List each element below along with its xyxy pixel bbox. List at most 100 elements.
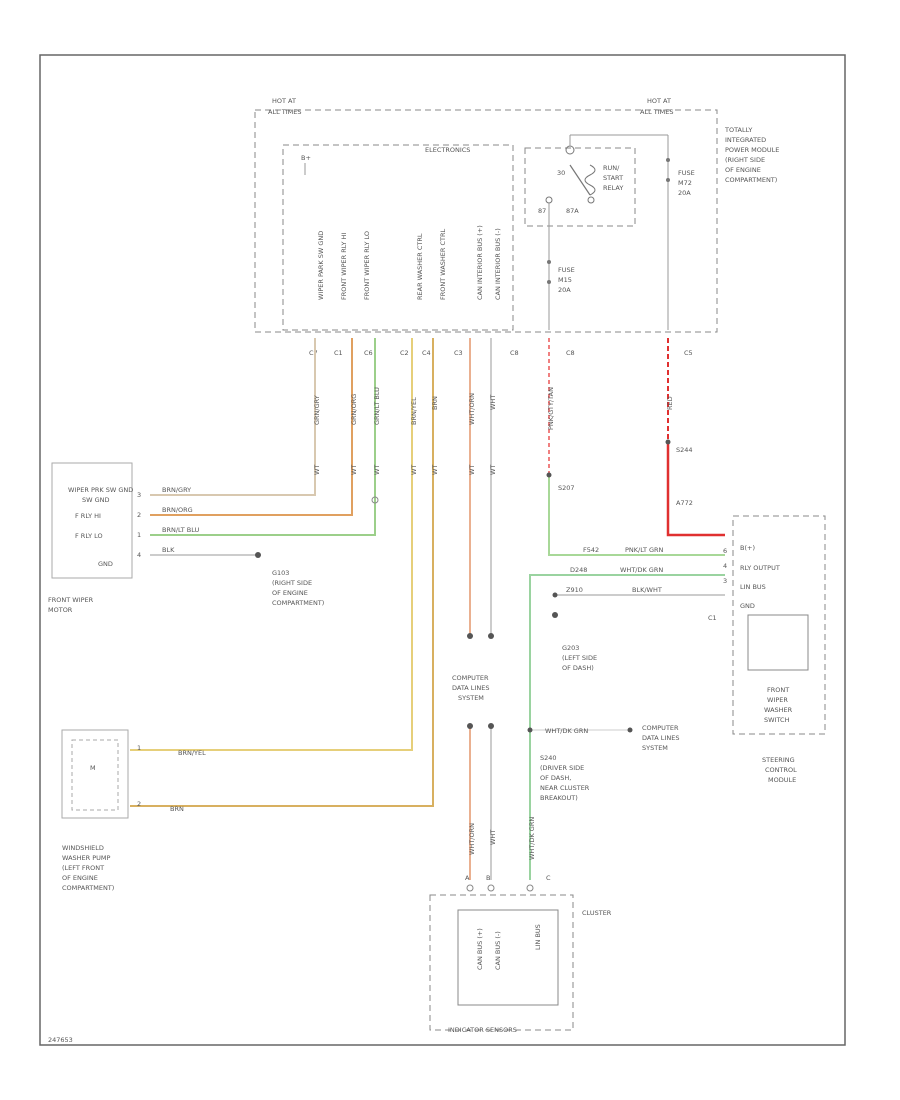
washer-pump-wire-1: BRN/YEL [178,749,206,757]
svg-text:2: 2 [137,511,141,519]
svg-text:M15: M15 [558,276,572,284]
tipm-box [254,109,718,333]
svg-text:20A: 20A [678,189,691,197]
svg-text:87: 87 [538,207,546,215]
front-wiper-motor-box [51,462,133,579]
tipm-pins: C7 C1 C6 C2 C4 C3 C8 C8 C5 [309,349,693,357]
svg-text:RED: RED [666,396,674,410]
svg-text:RLY OUTPUT: RLY OUTPUT [740,564,780,572]
washer-pump-box [61,729,129,819]
svg-text:C4: C4 [422,349,431,357]
svg-text:BRN: BRN [431,396,439,410]
svg-text:FUSE: FUSE [678,169,695,177]
svg-text:WHT/ORN: WHT/ORN [468,823,476,855]
svg-text:GRN/GRY: GRN/GRY [313,395,321,425]
s207-dot [546,472,552,478]
svg-text:G103: G103 [272,569,289,577]
svg-text:BREAKOUT): BREAKOUT) [540,794,578,802]
svg-text:3: 3 [137,491,141,499]
svg-text:COMPARTMENT): COMPARTMENT) [725,176,777,184]
fuse-m72: FUSE M72 20A [666,135,695,330]
wt-labels: WT WT WT WT WT WT WT [313,465,497,475]
switch-wire-labels: F542 PNK/LT GRN D248 WHT/DK GRN Z910 BLK… [566,546,664,594]
g203-label: G203 (LEFT SIDE OF DASH) [562,644,597,672]
svg-text:COMPUTER: COMPUTER [642,724,679,732]
svg-text:FRONT WIPER RLY HI: FRONT WIPER RLY HI [340,233,348,300]
svg-text:87A: 87A [566,207,579,215]
svg-text:(DRIVER SIDE: (DRIVER SIDE [540,764,584,772]
cluster-wire-labels: WHT/ORN WHT WHT/DK GRN [468,817,536,860]
washer-pump-name: WINDSHIELD WASHER PUMP (LEFT FRONT OF EN… [62,844,114,892]
steering-control-module-label: STEERING CONTROL MODULE [762,756,797,784]
svg-text:COMPARTMENT): COMPARTMENT) [272,599,324,607]
svg-text:BLK/WHT: BLK/WHT [632,586,662,594]
svg-text:A: A [465,874,470,882]
computer-data-lines-right: COMPUTER DATA LINES SYSTEM [642,724,679,752]
svg-text:WT: WT [373,465,381,475]
svg-text:WINDSHIELD: WINDSHIELD [62,844,104,852]
switch-name: FRONT WIPER WASHER SWITCH [764,686,793,724]
svg-text:MODULE: MODULE [768,776,796,784]
svg-text:START: START [603,174,623,182]
switch-inner-box [747,614,809,671]
svg-text:Z910: Z910 [566,586,583,594]
cluster-terminals: CAN BUS (+) CAN BUS (-) LIN BUS [476,924,542,970]
s244-label: S244 [676,446,693,454]
svg-text:CAN INTERIOR BUS (-): CAN INTERIOR BUS (-) [494,228,502,300]
cluster-label: CLUSTER [582,909,612,917]
svg-text:WT: WT [468,465,476,475]
svg-text:PNK/GTY/TAN: PNK/GTY/TAN [547,387,555,430]
svg-text:(RIGHT SIDE: (RIGHT SIDE [272,579,312,587]
washer-pump-motor: M [90,764,96,772]
svg-text:(LEFT SIDE: (LEFT SIDE [562,654,597,662]
svg-text:WT: WT [313,465,321,475]
svg-text:WHT/DK GRN: WHT/DK GRN [528,817,536,860]
svg-text:WT: WT [431,465,439,475]
svg-text:OF DASH): OF DASH) [562,664,594,672]
svg-text:C8: C8 [510,349,519,357]
hot-at-left-1: HOT AT [272,97,296,105]
svg-text:TOTALLY: TOTALLY [724,126,752,134]
front-wiper-motor-pins: WIPER PRK SW GND SW GND F RLY HI F RLY L… [68,486,141,568]
g103-label: G103 (RIGHT SIDE OF ENGINE COMPARTMENT) [272,569,324,607]
svg-text:2: 2 [137,800,141,808]
diagram-frame [39,54,846,1046]
svg-text:C7: C7 [309,349,318,357]
svg-text:SYSTEM: SYSTEM [642,744,668,752]
svg-text:(RIGHT SIDE: (RIGHT SIDE [725,156,765,164]
cluster-pins: A B C [465,874,551,892]
electronics-box [282,144,514,331]
svg-text:OF ENGINE: OF ENGINE [272,589,308,597]
red-wire-tag: A772 [676,499,693,507]
run-start-relay: 30 87 87A RUN/ START RELAY [538,134,668,215]
svg-text:WASHER PUMP: WASHER PUMP [62,854,111,862]
svg-text:LIN BUS: LIN BUS [534,924,542,950]
wire-color-labels: GRN/GRY GRN/ORG GRN/LT BLU BRN/YEL BRN W… [313,387,674,430]
svg-text:(LEFT FRONT: (LEFT FRONT [62,864,104,872]
switch-connector: C1 [708,614,717,622]
svg-text:MOTOR: MOTOR [48,606,73,614]
svg-text:OF ENGINE: OF ENGINE [725,166,761,174]
svg-text:COMPARTMENT): COMPARTMENT) [62,884,114,892]
washer-pump-inner [71,739,119,811]
svg-text:CONTROL: CONTROL [765,766,797,774]
s244-dot [665,439,671,445]
svg-text:WHT/DK GRN: WHT/DK GRN [620,566,663,574]
svg-text:WIPER PARK SW GND: WIPER PARK SW GND [317,231,325,300]
svg-text:CAN INTERIOR BUS (+): CAN INTERIOR BUS (+) [476,225,484,300]
front-wiper-motor-name: FRONT WIPER MOTOR [48,596,94,614]
svg-text:F RLY LO: F RLY LO [75,532,103,540]
washer-pump-wire-2: BRN [170,805,184,813]
tipm-wires [130,338,725,880]
svg-text:GRN/ORG: GRN/ORG [350,394,358,425]
svg-text:4: 4 [723,562,727,570]
svg-text:CAN BUS (+): CAN BUS (+) [476,928,484,970]
svg-text:C1: C1 [334,349,343,357]
svg-text:D248: D248 [570,566,587,574]
svg-text:WT: WT [489,465,497,475]
svg-text:STEERING: STEERING [762,756,795,764]
svg-text:B: B [486,874,490,882]
svg-text:SWITCH: SWITCH [764,716,790,724]
svg-text:REAR WASHER CTRL: REAR WASHER CTRL [416,233,424,300]
